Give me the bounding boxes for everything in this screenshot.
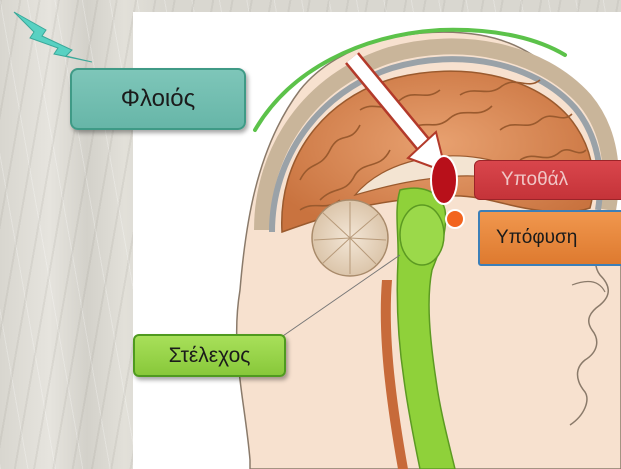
cortex-label: Φλοιός bbox=[70, 68, 246, 130]
pituitary-label: Υπόφυση bbox=[478, 210, 621, 266]
hypothalamus-label: Υποθάλ bbox=[474, 160, 621, 200]
lightning-icon bbox=[14, 12, 92, 62]
pituitary-marker bbox=[446, 210, 464, 228]
hypothalamus-marker bbox=[431, 156, 457, 204]
pons bbox=[400, 205, 444, 265]
brainstem-label: Στέλεχος bbox=[133, 334, 286, 377]
